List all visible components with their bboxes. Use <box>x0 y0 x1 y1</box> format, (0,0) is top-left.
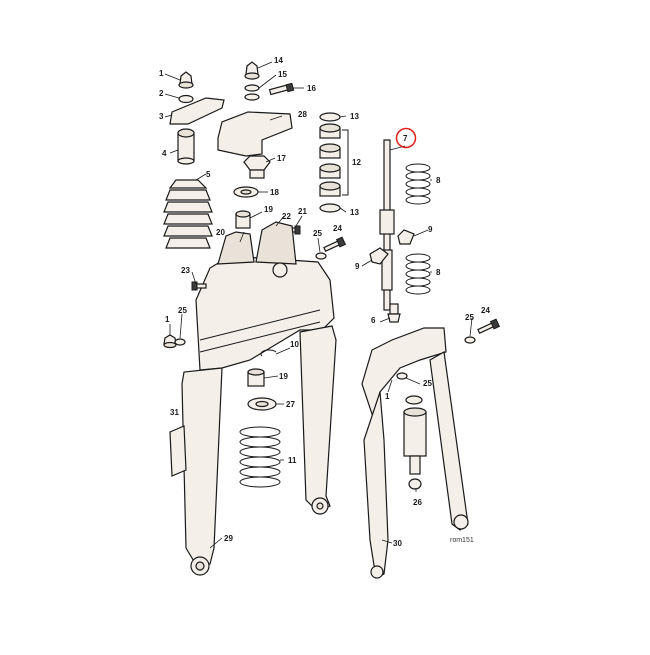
washer-15a <box>244 84 260 92</box>
stem-nut-17 <box>243 155 271 179</box>
bolt-24b <box>477 318 501 334</box>
callout-label: 8 <box>436 268 441 277</box>
callout-label: 6 <box>371 316 376 325</box>
spring-11 <box>239 426 281 488</box>
callout-label: 4 <box>162 149 167 158</box>
highlight-circle <box>395 127 417 149</box>
rocker-link-30 <box>363 391 389 579</box>
spring-8a <box>405 163 431 205</box>
clamp-bracket-3 <box>169 97 225 125</box>
fork-leg-left-29 <box>181 367 223 569</box>
fork-casting <box>195 221 335 371</box>
callout-label: 14 <box>274 56 283 65</box>
washer-25d <box>315 252 327 260</box>
callout-label: 25 <box>178 306 187 315</box>
callout-label: 9 <box>355 262 360 271</box>
callout-label: 18 <box>270 188 279 197</box>
callout-label: 24 <box>481 306 490 315</box>
washer-15b <box>244 93 260 101</box>
shield-31 <box>169 425 187 477</box>
clip-9b <box>369 247 389 265</box>
callout-label: 1 <box>385 392 390 401</box>
circlip-10 <box>260 349 277 357</box>
callout-label: 13 <box>350 208 359 217</box>
washer-25a <box>174 338 186 346</box>
callout-label: 23 <box>181 266 190 275</box>
rocker-link-right <box>429 351 469 531</box>
callout-label: 29 <box>224 534 233 543</box>
callout-label: 12 <box>352 158 361 167</box>
callout-label: 21 <box>298 207 307 216</box>
cap-nut-1c <box>163 334 177 349</box>
callout-label: 10 <box>290 340 299 349</box>
spring-8b <box>405 253 431 295</box>
callout-label: 27 <box>286 400 295 409</box>
bearing-stack-12 <box>319 112 349 213</box>
leader-lines <box>164 61 473 549</box>
bushing-19a <box>235 210 251 229</box>
callout-label: 17 <box>277 154 286 163</box>
callout-labels: 1 2 3 4 5 14 15 16 28 17 18 19 20 21 22 … <box>159 56 490 548</box>
spring-rod-7 <box>379 139 395 311</box>
callout-label: 20 <box>216 228 225 237</box>
callout-label: 28 <box>298 110 307 119</box>
callout-label: 11 <box>288 456 297 465</box>
bolt-23 <box>191 281 207 291</box>
callout-label: 2 <box>159 89 164 98</box>
callout-label: 25 <box>465 313 474 322</box>
callout-label: 24 <box>333 224 342 233</box>
bushing-19b <box>247 368 265 387</box>
callout-label: 31 <box>170 408 179 417</box>
callout-label: 19 <box>279 372 288 381</box>
clip-9a <box>397 229 415 245</box>
callout-label: 1 <box>159 69 164 78</box>
bolt-24a <box>323 236 347 252</box>
callout-label: 13 <box>350 112 359 121</box>
bolt-16 <box>268 82 295 96</box>
rubber-boot-5 <box>163 179 213 249</box>
top-bracket-28 <box>217 111 293 157</box>
callout-label: 1 <box>165 315 170 324</box>
callout-label: 25 <box>423 379 432 388</box>
washer-25c <box>464 336 476 344</box>
cap-nut-1 <box>178 71 194 89</box>
callout-label: 22 <box>282 212 291 221</box>
washer-25b <box>396 372 408 380</box>
callout-label: 30 <box>393 539 402 548</box>
cap-nut-14 <box>244 61 260 80</box>
fitting-6 <box>387 303 401 323</box>
catalog-reference: rom151 <box>450 537 474 544</box>
bushing-4 <box>177 128 195 165</box>
callout-label: 9 <box>428 225 433 234</box>
callout-label: 25 <box>313 229 322 238</box>
callout-label: 16 <box>307 84 316 93</box>
callout-label: 19 <box>264 205 273 214</box>
callout-label: 5 <box>206 170 211 179</box>
callout-label: 15 <box>278 70 287 79</box>
fork-leg-right <box>299 325 337 513</box>
callout-label: 8 <box>436 176 441 185</box>
washer-2 <box>178 94 194 104</box>
callout-label-highlighted: 7 <box>403 134 408 143</box>
shock-26 <box>403 395 427 490</box>
callout-label: 26 <box>413 498 422 507</box>
callout-label: 3 <box>159 112 164 121</box>
